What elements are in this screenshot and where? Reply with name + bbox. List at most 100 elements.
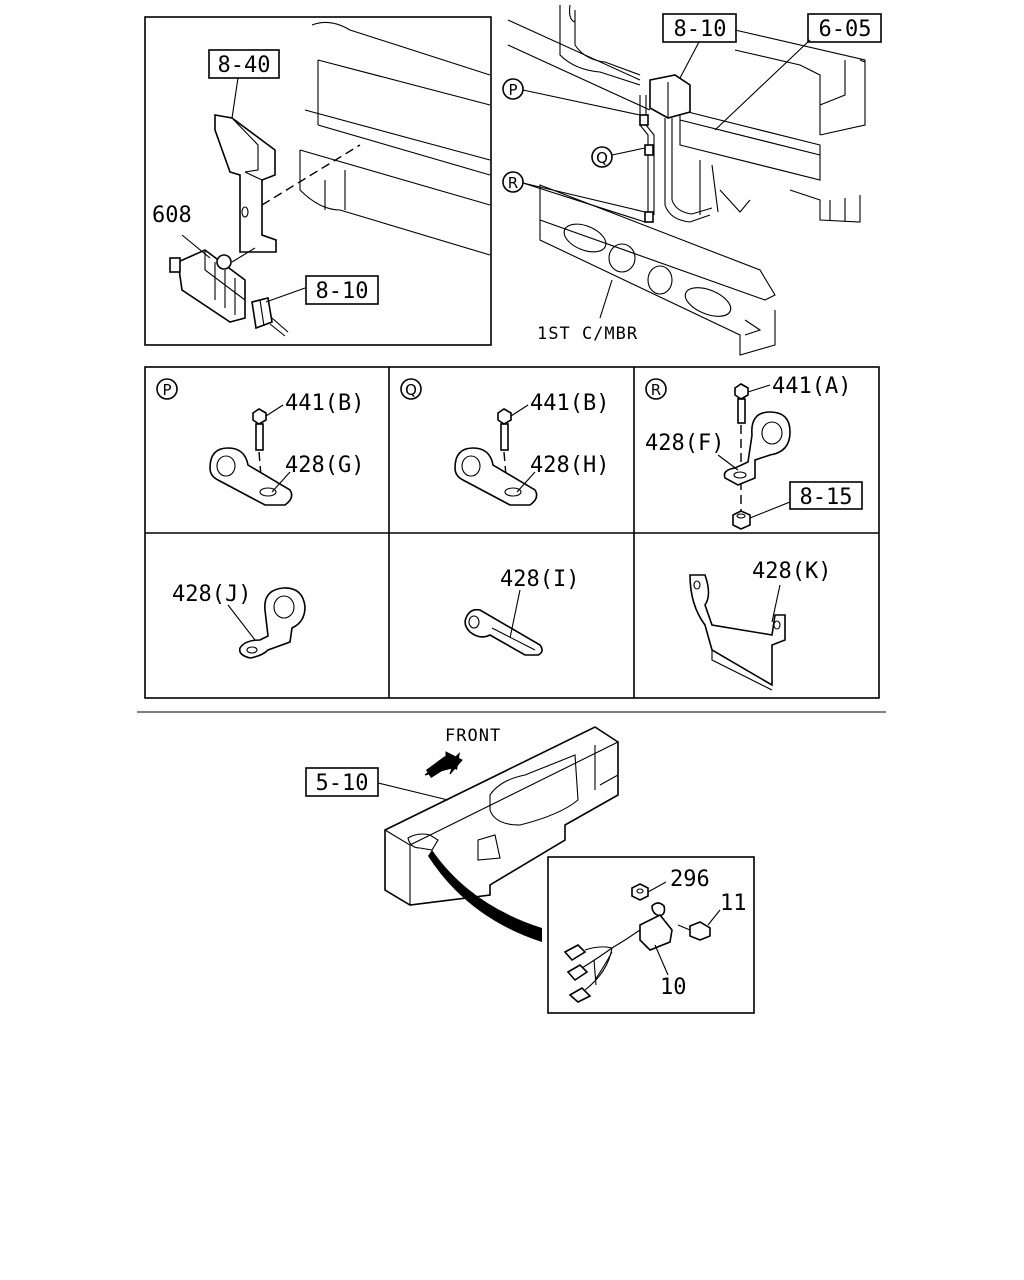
connector-wires [269,317,289,337]
frame-inner [594,745,619,790]
cell-q-bolt: 441(B) [530,391,609,416]
cell-i-leader [509,589,521,639]
leader-p [522,89,641,116]
cell-p-tag: P [162,381,171,399]
top-left-panel: 8-40 608 8-10 [144,16,492,346]
hose-top [559,5,641,86]
grille-panel [317,59,491,176]
label-sensor: 608 [152,203,192,228]
sensor-knob [216,254,232,270]
leader-608 [181,234,211,259]
inset-bolt-shank [677,924,691,931]
switch-wire-branches [581,946,613,991]
cell-q-clip-loop [461,455,481,477]
detail-cell-j: 428(J) [172,582,306,659]
harness-box-seam [667,74,691,118]
cell-k-lower-edge [711,650,773,691]
cell-r-bolt-shank [737,398,746,424]
crossbar-edge [679,119,821,156]
leader-8-10-right [679,41,700,79]
cell-q-leader-bolt [510,404,529,417]
label-bolt: 11 [720,891,747,916]
cell-q-tag: Q [405,381,417,399]
cell-i-clip-label: 428(I) [500,567,579,592]
detail-cell-k: 428(K) [689,559,831,691]
cell-k-leader [771,584,781,623]
cell-j-leader [227,604,256,641]
label-box-8-10-left [305,275,379,305]
label-box-8-10-right [662,13,737,43]
cell-r-leader-clip [717,454,739,471]
callout-circle-q [591,146,613,168]
sensor-ribs [204,250,246,315]
inset-washer [631,883,649,901]
inset-pointer-sweep [428,850,542,942]
detail-cell-i: 428(I) [464,567,579,656]
frame-rail-5-10 [384,726,619,906]
cell-k-bracket [689,574,786,687]
cell-r-tag: R [651,381,661,399]
inset-ring [651,902,666,917]
switch-terminal-1 [563,944,587,962]
leader-296 [647,881,667,893]
cell-p-clip-loop [216,455,236,477]
cross-member [539,184,776,301]
switch-terminal-3 [568,986,592,1003]
crossbar-6-05 [679,109,821,181]
grille-lines [299,109,491,206]
bracket-fold [231,117,263,181]
bracket-mount-line [261,144,361,206]
callout-circle-r [502,171,524,193]
front-arrow-shape [426,752,460,778]
inset-bolt-head [689,921,711,941]
label-box-8-40 [208,49,280,79]
callout-circle-p [502,78,524,100]
cell-r-clip [723,411,791,486]
leader-5-10 [377,782,449,801]
cell-r-bolt-head [734,383,749,400]
member-hole-4 [684,287,732,317]
frame-end [789,189,861,223]
frame-cutout [489,754,579,826]
callout-p: P [508,81,517,99]
label-switch: 10 [660,975,687,1000]
cell-p-clip-label: 428(G) [285,453,364,478]
frame-struts [699,160,751,215]
switch-terminal-2 [566,963,589,982]
frame-tab [477,834,501,861]
cell-j-clip-loop [273,595,295,619]
leader-r-1 [522,182,646,223]
leader-q [611,147,646,156]
label-box-6-05 [807,13,882,43]
label-connector: 8-10 [316,279,369,304]
clip-p-marker [639,114,649,126]
callout-q: Q [596,149,608,167]
clip-q-marker [644,144,654,156]
bumper-lower [299,150,491,256]
cell-j-clip-label: 428(J) [172,582,251,607]
detail-cell-r: R 441(A) 428(F) 8-15 [645,374,863,530]
cell-k-clip-label: 428(K) [752,559,831,584]
cell-p-leader-bolt [265,404,284,417]
callout-r: R [508,174,518,192]
cell-p-bolt-head [252,408,267,425]
detail-grid: P 441(B) 428(G) Q 441(B) 428(H) [144,366,880,699]
cell-j-clip [238,587,306,659]
member-hole-1 [563,223,607,253]
cell-r-nut-label: 8-15 [800,485,853,510]
cell-q-clip-label: 428(H) [530,453,609,478]
frame-switch-mount [407,833,439,851]
cell-q-bolt-head [497,408,512,425]
member-hole-2 [608,243,636,273]
cell-r-tag-circle [645,378,667,400]
cab-corner [819,59,866,106]
detail-cell-q: Q 441(B) 428(H) [400,378,609,506]
cell-q-tag-circle [400,378,422,400]
label-frame-rail: 5-10 [316,771,369,796]
bracket-8-40 [214,114,277,253]
label-box-8-15 [789,481,863,510]
cell-p-leader-clip [271,471,291,493]
cell-p-clip [209,447,293,506]
bumper-ribs [324,170,346,210]
cell-q-bolt-shank [500,423,509,451]
